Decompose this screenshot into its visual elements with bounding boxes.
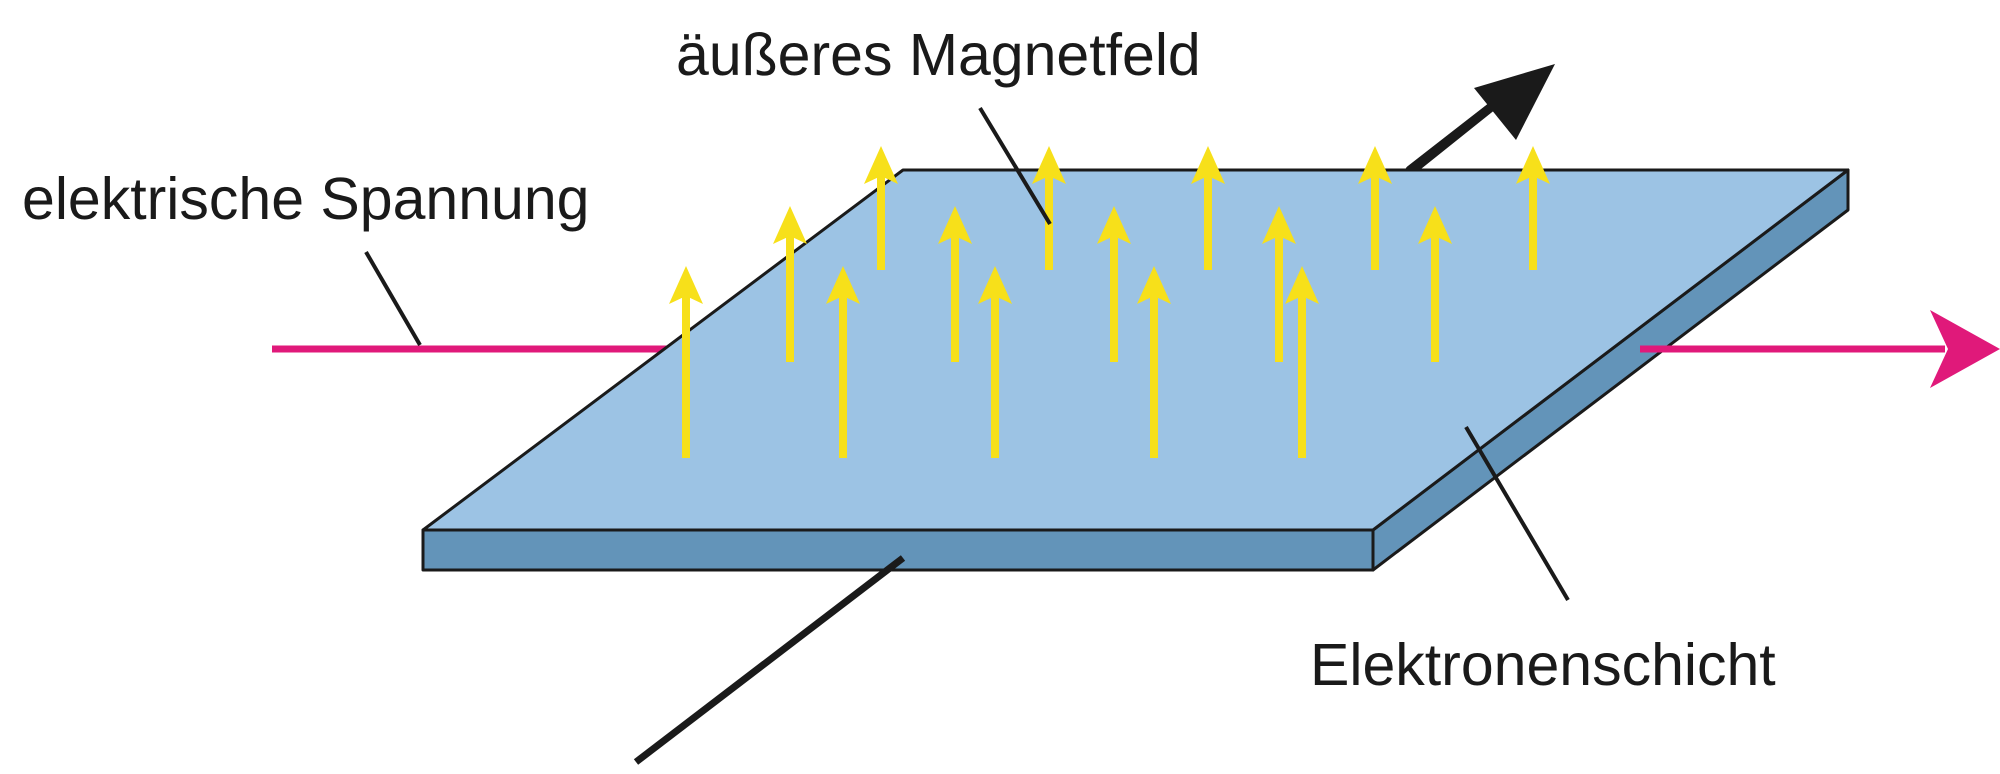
field-arrow (1285, 266, 1319, 458)
field-arrow (669, 266, 703, 458)
field-arrow (978, 266, 1012, 458)
leader-line-voltage (364, 250, 422, 347)
field-arrow (1137, 266, 1171, 458)
axis-arrow-top-segment (1412, 96, 1503, 172)
leader-line-magnetic-field (978, 106, 1052, 226)
label-electron-layer: Elektronenschicht (1310, 632, 1776, 698)
axis-arrow-front-segment (633, 555, 906, 765)
field-arrow (1358, 146, 1392, 270)
field-arrow (773, 206, 807, 362)
plate-top-face (421, 168, 1850, 532)
label-electric-voltage: elektrische Spannung (22, 166, 590, 232)
field-arrow (1262, 206, 1296, 362)
axis-arrowhead-icon (1474, 64, 1555, 140)
field-arrow (1418, 206, 1452, 362)
field-arrow (864, 146, 898, 270)
current-arrowhead-icon (1930, 310, 2000, 388)
field-arrow (1191, 146, 1225, 270)
field-arrow (1097, 206, 1131, 362)
field-arrow (938, 206, 972, 362)
label-magnetic-field: äußeres Magnetfeld (676, 22, 1201, 88)
field-arrow (826, 266, 860, 458)
field-arrow (1516, 146, 1550, 270)
leader-line-electron-layer (1464, 425, 1570, 602)
